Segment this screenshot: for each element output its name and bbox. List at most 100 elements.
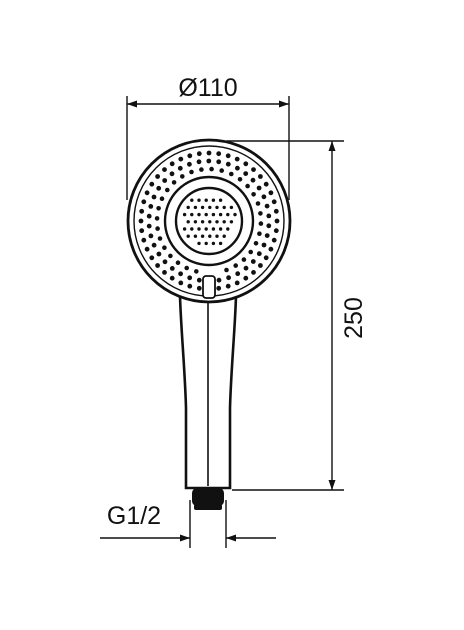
- outer-nozzle: [256, 251, 262, 257]
- nozzle-pattern: [138, 150, 280, 291]
- outer-nozzle: [216, 151, 222, 157]
- outer-nozzle: [206, 158, 212, 164]
- center-ring: [174, 186, 244, 256]
- outer-nozzle: [165, 187, 170, 193]
- center-nozzle: [204, 241, 208, 246]
- outer-nozzle: [266, 213, 272, 219]
- outer-nozzle: [216, 277, 222, 283]
- outer-nozzle: [155, 174, 161, 179]
- center-nozzle: [204, 212, 208, 217]
- center-nozzle: [226, 212, 230, 217]
- center-nozzle: [190, 227, 194, 231]
- center-nozzle: [186, 205, 190, 210]
- outer-nozzle: [168, 253, 173, 259]
- outer-nozzle: [141, 237, 147, 243]
- diameter-label: Ø110: [178, 74, 237, 102]
- outer-nozzle: [229, 171, 234, 177]
- outer-nozzle: [245, 183, 250, 189]
- outer-nozzle: [138, 218, 144, 224]
- outer-nozzle: [156, 206, 161, 211]
- outer-nozzle: [162, 259, 168, 265]
- center-nozzle: [186, 234, 190, 238]
- outer-nozzle: [178, 156, 184, 162]
- outer-nozzle: [266, 223, 272, 229]
- outer-nozzle: [206, 150, 212, 156]
- outer-nozzle: [151, 194, 157, 200]
- center-nozzle: [215, 234, 219, 238]
- diameter-dimension: Ø110: [126, 74, 290, 200]
- outer-nozzle: [169, 275, 175, 281]
- outer-nozzle: [144, 246, 150, 252]
- outer-nozzle: [251, 270, 256, 275]
- outer-nozzle: [268, 246, 274, 252]
- center-nozzle: [226, 227, 230, 231]
- outer-nozzle: [155, 226, 160, 231]
- outer-nozzle: [261, 242, 267, 248]
- outer-nozzle: [235, 165, 240, 171]
- outer-nozzle: [235, 271, 241, 277]
- outer-nozzle: [196, 151, 202, 157]
- outer-nozzle: [225, 283, 231, 289]
- outer-nozzle: [273, 208, 279, 214]
- outer-nozzle: [180, 174, 185, 179]
- outer-nozzle: [156, 251, 162, 257]
- outer-nozzle: [271, 199, 277, 205]
- outer-nozzle: [250, 177, 256, 183]
- outer-nozzle: [258, 211, 263, 216]
- middle-ring: [163, 175, 255, 267]
- outer-nozzle: [233, 263, 238, 268]
- center-nozzle: [215, 205, 219, 210]
- thread-connector: [192, 488, 224, 506]
- center-nozzle: [204, 227, 208, 231]
- outer-nozzle: [251, 167, 256, 173]
- outer-nozzle: [154, 216, 160, 221]
- outer-nozzle: [234, 156, 240, 162]
- outer-nozzle: [187, 283, 193, 289]
- outer-nozzle: [141, 199, 147, 205]
- outer-nozzle: [144, 190, 150, 196]
- outer-nozzle: [159, 196, 165, 201]
- center-nozzle: [190, 212, 194, 217]
- length-label: 250: [340, 297, 368, 339]
- outer-nozzle: [264, 233, 270, 239]
- outer-nozzle: [162, 245, 167, 250]
- outer-nozzle: [216, 285, 222, 291]
- center-nozzle: [229, 205, 234, 210]
- outer-nozzle: [169, 266, 175, 271]
- outer-nozzle: [250, 259, 256, 264]
- outer-nozzle: [146, 213, 152, 219]
- outer-nozzle: [139, 228, 145, 234]
- center-nozzle: [208, 205, 212, 210]
- outer-nozzle: [162, 270, 167, 275]
- outer-nozzle: [216, 159, 222, 165]
- outer-nozzle: [226, 275, 232, 281]
- center-nozzle: [193, 205, 198, 210]
- center-nozzle: [186, 220, 190, 224]
- outer-nozzle: [148, 204, 154, 209]
- outer-nozzle: [225, 153, 231, 159]
- center-nozzle: [211, 198, 216, 202]
- outer-nozzle: [224, 267, 229, 273]
- outer-nozzle: [171, 180, 177, 185]
- center-nozzle: [197, 198, 201, 202]
- outer-nozzle: [241, 257, 247, 262]
- outer-nozzle: [162, 167, 167, 173]
- length-dimension: 250: [226, 140, 368, 491]
- outer-nozzle: [146, 223, 152, 229]
- center-nozzle: [204, 198, 208, 202]
- outer-nozzle: [274, 218, 280, 224]
- outer-nozzle: [263, 181, 269, 187]
- outer-nozzle: [263, 255, 269, 261]
- outer-nozzle: [149, 255, 155, 261]
- center-nozzle: [218, 198, 223, 202]
- outer-nozzle: [251, 192, 256, 197]
- outer-nozzle: [156, 185, 162, 191]
- outer-nozzle: [178, 271, 184, 277]
- center-nozzle: [193, 220, 198, 224]
- outer-nozzle: [139, 208, 145, 214]
- outer-nozzle: [268, 190, 274, 196]
- outer-nozzle: [243, 265, 249, 271]
- center-nozzle: [211, 241, 216, 246]
